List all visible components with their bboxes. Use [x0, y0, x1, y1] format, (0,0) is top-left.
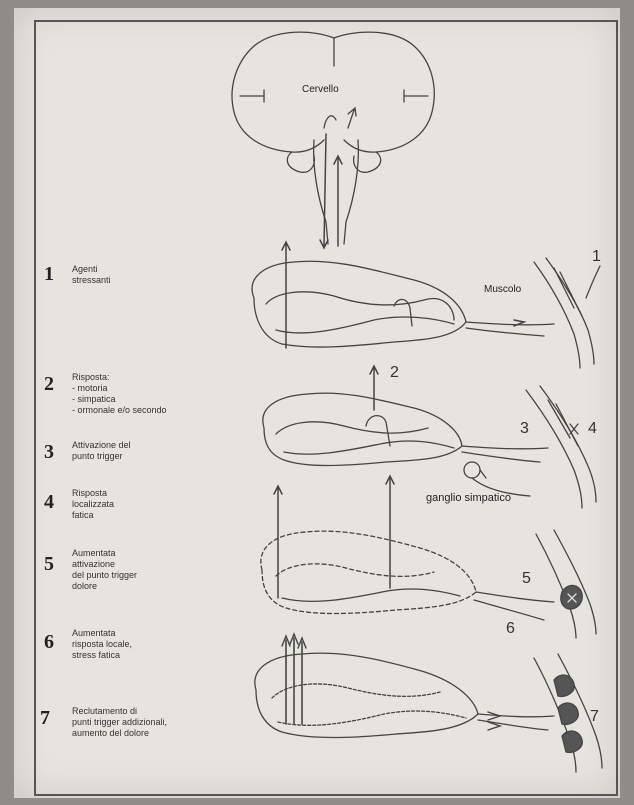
step-7-line-3: aumento del dolore — [72, 728, 222, 739]
diagram-number-6: 6 — [506, 620, 515, 638]
spinal-section-1 — [252, 242, 554, 348]
muscle-2 — [526, 386, 596, 508]
diagram-number-1: 1 — [592, 248, 601, 266]
step-5-line-2: attivazione — [72, 559, 222, 570]
step-4-line-1: Risposta — [72, 488, 222, 499]
diagram-number-5: 5 — [522, 570, 531, 588]
step-1-line-1: Agenti — [72, 264, 222, 275]
step-4-line-3: fatica — [72, 510, 222, 521]
brain-label: Cervello — [302, 84, 339, 95]
step-2-line-2: - motoria — [72, 383, 222, 394]
diagram-number-2: 2 — [390, 364, 399, 382]
spinal-section-4 — [255, 634, 554, 738]
step-5-number: 5 — [44, 554, 54, 574]
step-2-number: 2 — [44, 374, 54, 394]
muscle-label: Muscolo — [484, 284, 521, 295]
step-1-text: Agenti stressanti — [72, 264, 222, 286]
step-3-line-1: Attivazione del — [72, 440, 222, 451]
diagram-number-4: 4 — [588, 420, 597, 438]
step-7-line-1: Reclutamento di — [72, 706, 222, 717]
muscle-1 — [534, 258, 600, 368]
step-2-line-1: Risposta: — [72, 372, 222, 383]
step-4-text: Risposta localizzata fatica — [72, 488, 222, 521]
step-2-line-3: - simpatica — [72, 394, 222, 405]
step-5-line-1: Aumentata — [72, 548, 222, 559]
step-3-number: 3 — [44, 442, 54, 462]
step-3-text: Attivazione del punto trigger — [72, 440, 222, 462]
step-3-line-2: punto trigger — [72, 451, 222, 462]
step-2-text: Risposta: - motoria - simpatica - ormona… — [72, 372, 222, 416]
step-4-line-2: localizzata — [72, 499, 222, 510]
diagram-number-7: 7 — [590, 708, 599, 726]
step-5-line-4: dolore — [72, 581, 222, 592]
step-6-line-2: risposta locale, — [72, 639, 222, 650]
step-6-number: 6 — [44, 632, 54, 652]
ganglion-label: ganglio simpatico — [426, 492, 511, 504]
brain-illustration — [232, 32, 434, 248]
step-6-text: Aumentata risposta locale, stress fatica — [72, 628, 222, 661]
step-6-line-1: Aumentata — [72, 628, 222, 639]
step-5-text: Aumentata attivazione del punto trigger … — [72, 548, 222, 592]
step-1-number: 1 — [44, 264, 54, 284]
step-7-text: Reclutamento di punti trigger addizional… — [72, 706, 222, 739]
muscle-3 — [536, 530, 596, 638]
step-5-line-3: del punto trigger — [72, 570, 222, 581]
step-4-number: 4 — [44, 492, 54, 512]
step-7-line-2: punti trigger addizionali, — [72, 717, 222, 728]
diagram-number-3: 3 — [520, 420, 529, 438]
step-7-number: 7 — [40, 708, 50, 728]
step-2-line-4: - ormonale e/o secondo — [72, 405, 222, 416]
step-1-line-2: stressanti — [72, 275, 222, 286]
scanned-page: Cervello Muscolo ganglio simpatico 1 2 3… — [14, 8, 620, 798]
step-6-line-3: stress fatica — [72, 650, 222, 661]
spinal-section-2 — [263, 366, 548, 496]
